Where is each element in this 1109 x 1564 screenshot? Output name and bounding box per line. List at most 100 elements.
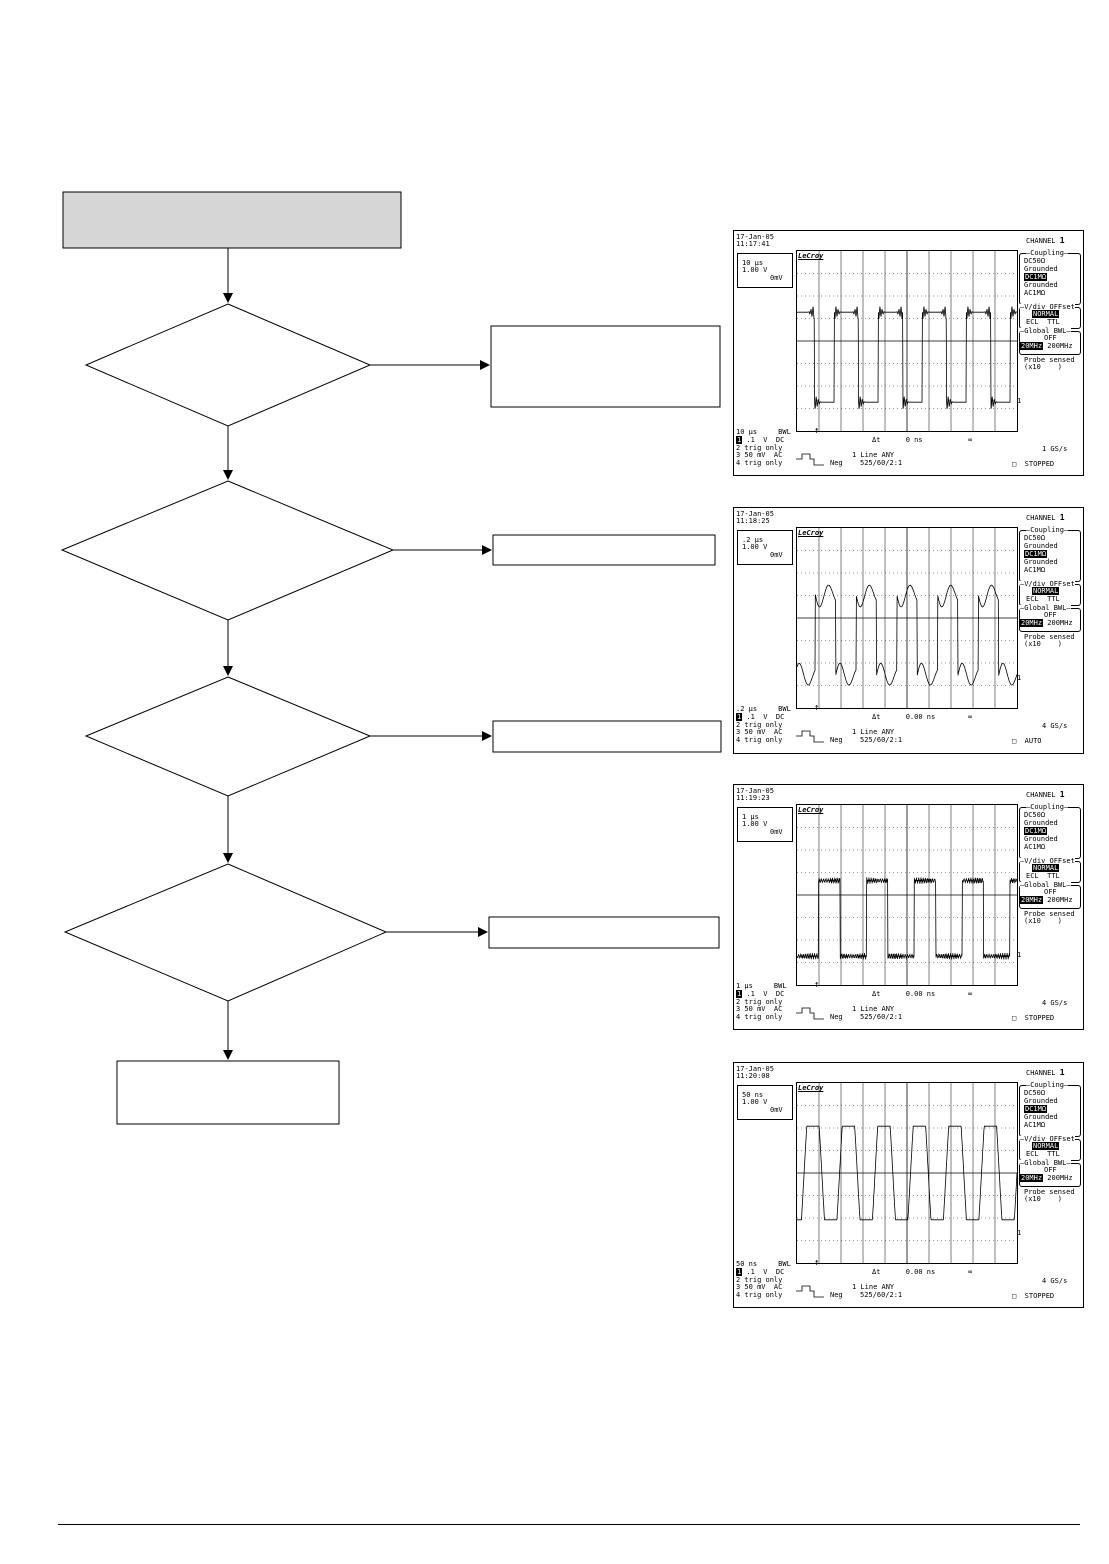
- bwl-200mhz: 200MHz: [1043, 896, 1073, 904]
- coupling-option: Grounded: [1024, 1097, 1058, 1106]
- offset-value: 0mV: [770, 1106, 783, 1114]
- infinity: ∞: [968, 1268, 973, 1276]
- coupling-option-label: DC1MΩ: [1024, 1105, 1048, 1113]
- volts-value: 1.00 V: [742, 266, 768, 274]
- ground-marker: 1: [1017, 951, 1022, 959]
- channel-readout-text: 50 mV AC: [740, 451, 783, 460]
- status: □ STOPPED: [1012, 1292, 1055, 1300]
- vdiv-option: NORMAL: [1032, 587, 1060, 596]
- line-any: 1 Line ANY: [852, 451, 895, 459]
- channel-readout: 2 trig only: [736, 443, 782, 453]
- channel-readout-text: 50 mV AC: [740, 1005, 783, 1014]
- infinity: ∞: [968, 436, 973, 444]
- coupling-title: —Coupling—: [1026, 249, 1069, 258]
- channel-readout: 3 50 mV AC: [736, 451, 783, 460]
- waveform-trace: [797, 306, 1017, 409]
- bwl-20mhz: 20MHz: [1020, 1174, 1044, 1182]
- channel-readout-text: trig only: [740, 1275, 783, 1284]
- channel-readout: 4 trig only: [736, 1290, 783, 1300]
- coupling-option: DC50Ω: [1024, 811, 1045, 820]
- vdiv-option: ECL TTL: [1026, 595, 1060, 603]
- footer-rule: [58, 1524, 1080, 1525]
- trigger-marker: ↑: [814, 426, 820, 436]
- channel-readout-text: 50 mV AC: [740, 728, 783, 737]
- channel-readout: 4 trig only: [736, 735, 783, 745]
- channel-readout-num: 3: [736, 1005, 741, 1014]
- vdiv-normal: NORMAL: [1032, 587, 1060, 595]
- bwl-off: OFF: [1044, 334, 1057, 342]
- vdiv-option: NORMAL: [1032, 310, 1060, 319]
- waveform-plot: [797, 251, 1017, 431]
- sample-rate: 4 GS/s: [1042, 999, 1068, 1007]
- channel-readout-num: 2: [736, 1275, 741, 1284]
- status: □ STOPPED: [1012, 460, 1055, 468]
- channel-readout-text: trig only: [740, 1012, 783, 1021]
- coupling-option: DC1MΩ: [1024, 273, 1048, 282]
- decision-4: [63, 863, 388, 1002]
- line-any: 1 Line ANY: [852, 1005, 895, 1013]
- channel-readout-num: 1: [736, 990, 743, 998]
- channel-readout-num: 3: [736, 728, 741, 737]
- probe-factor: (x10 ): [1024, 363, 1062, 371]
- scope-graticule: LeCroy: [796, 527, 1018, 709]
- channel-number: 1: [1059, 1068, 1065, 1077]
- bwl-title: —Global BWL—: [1020, 1159, 1071, 1168]
- channel-readout-text: 50 mV AC: [740, 1283, 783, 1292]
- channel-readout-num: 2: [736, 443, 741, 452]
- coupling-option: AC1MΩ: [1024, 566, 1045, 575]
- channel-readout-num: 2: [736, 997, 741, 1006]
- bwl-off: OFF: [1044, 888, 1057, 896]
- vdiv-normal: NORMAL: [1032, 864, 1060, 872]
- channel-readout-num: 4: [736, 1290, 741, 1299]
- line-any: 1 Line ANY: [852, 1283, 895, 1291]
- coupling-option: Grounded: [1024, 819, 1058, 828]
- offset-value: 0mV: [770, 551, 783, 559]
- channel-readout-num: 4: [736, 458, 741, 467]
- channel-readout-text: .1 V DC: [742, 436, 785, 444]
- trigger-symbol: [796, 1285, 824, 1298]
- probe-factor: (x10 ): [1024, 640, 1062, 648]
- bwl-200mhz: 200MHz: [1043, 342, 1073, 350]
- probe-sensed: Probe sensed: [1024, 356, 1075, 364]
- bwl-option-row: 20MHz 200MHz: [1020, 1174, 1073, 1183]
- delta-t: Δt 0 ns: [872, 436, 923, 444]
- bwl-title: —Global BWL—: [1020, 881, 1071, 890]
- channel-readout-num: 3: [736, 451, 741, 460]
- coupling-option-label: DC50Ω: [1024, 534, 1046, 542]
- vdiv-option: NORMAL: [1032, 1142, 1060, 1151]
- lecroy-logo: LeCroy: [798, 252, 824, 260]
- vdiv-title: —V/div OFFset: [1020, 303, 1075, 312]
- scope-time: 11:19:23: [736, 794, 770, 802]
- channel-readout-text: trig only: [740, 735, 783, 744]
- vdiv-title: —V/div OFFset: [1020, 1135, 1075, 1144]
- scope-time: 11:20:08: [736, 1072, 770, 1080]
- coupling-option-label: AC1MΩ: [1024, 1121, 1046, 1129]
- channel-readout: 1 .1 V DC: [736, 713, 784, 722]
- channel-readout-text: trig only: [740, 1290, 783, 1299]
- channel-readout-text: trig only: [740, 720, 783, 729]
- channel-readout: 1 .1 V DC: [736, 990, 785, 999]
- channel-readout-num: 2: [736, 720, 741, 729]
- coupling-option: DC50Ω: [1024, 1089, 1045, 1098]
- probe-factor: (x10 ): [1024, 1195, 1062, 1203]
- channel-readout-text: .1 V DC: [742, 990, 785, 998]
- scope-graticule: LeCroy: [796, 250, 1018, 432]
- neg-label: Neg: [830, 1291, 843, 1299]
- action-box-1: [490, 325, 721, 408]
- channel-readout-num: 1: [736, 436, 743, 444]
- coupling-option: Grounded: [1024, 1113, 1058, 1122]
- timebase-value: 10 µs: [742, 259, 764, 267]
- coupling-title: —Coupling—: [1026, 526, 1069, 535]
- scope-date: 17-Jan-05: [736, 1065, 774, 1073]
- ground-marker: 1: [1017, 397, 1022, 405]
- bottom-timebase: 10 µs BWL: [736, 428, 791, 436]
- infinity: ∞: [968, 713, 973, 721]
- channel-number: 1: [1059, 790, 1065, 799]
